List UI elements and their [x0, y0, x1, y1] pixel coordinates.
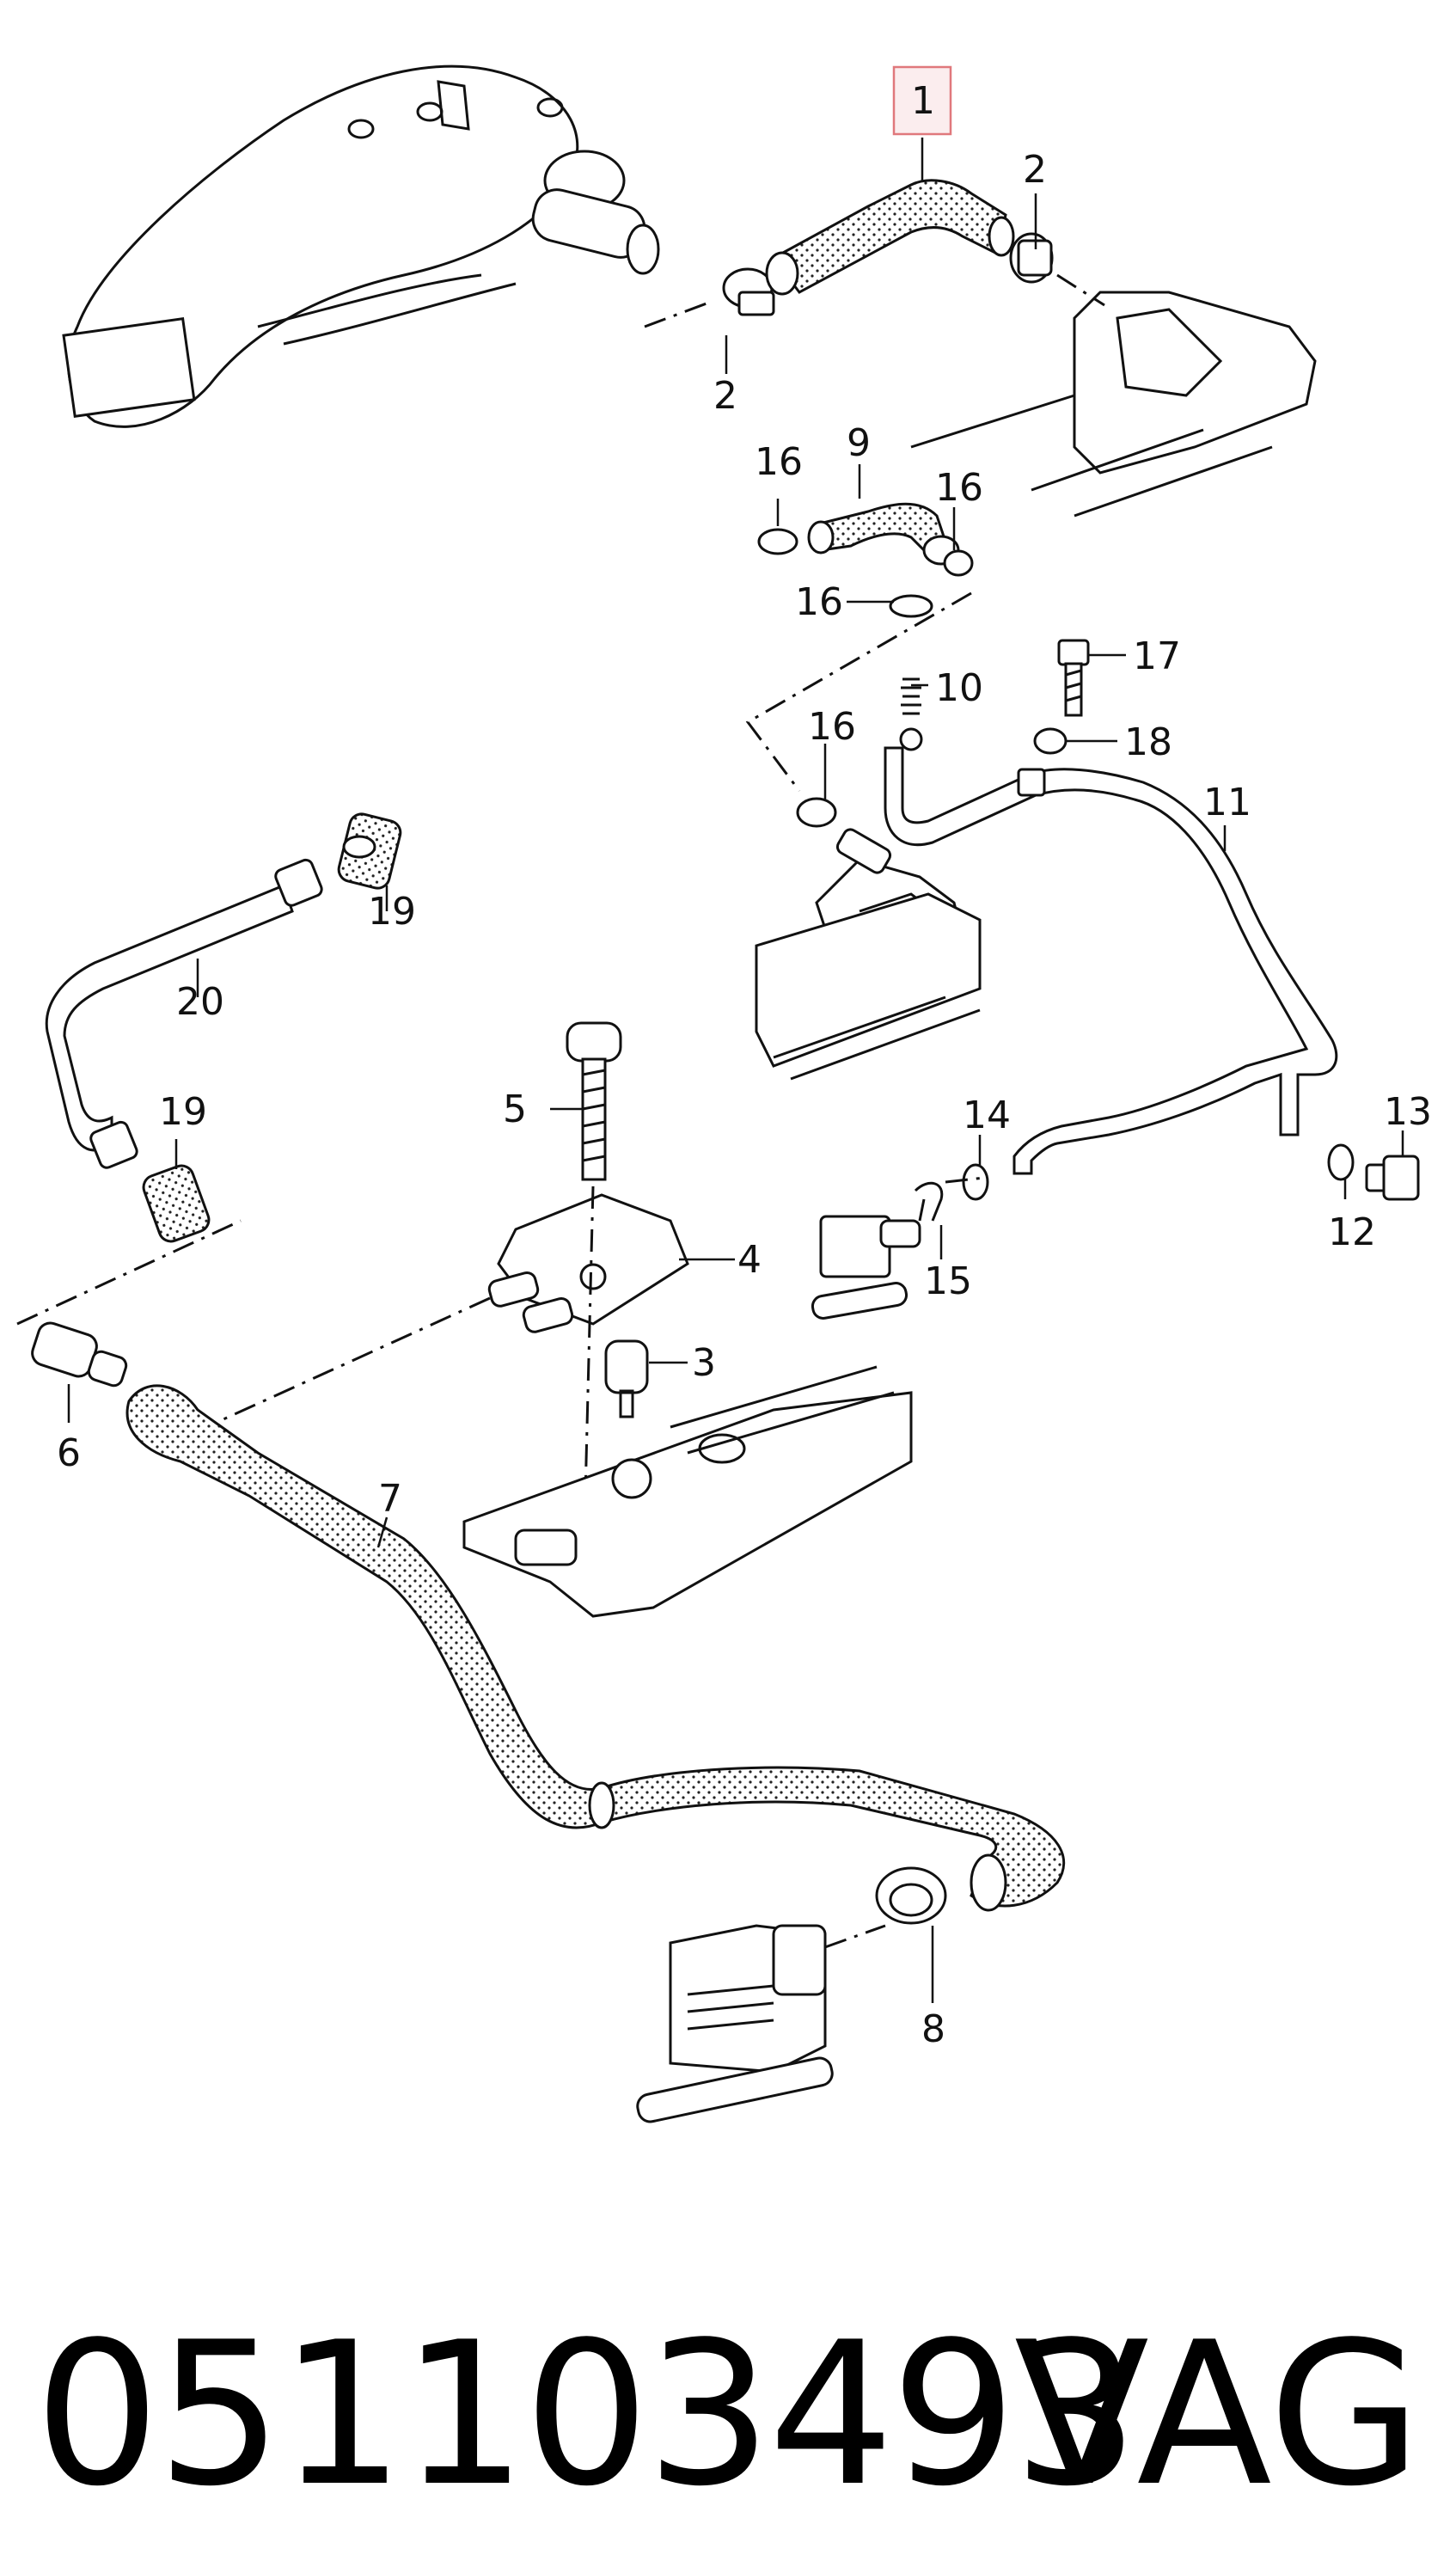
callout-1: 1	[911, 79, 935, 123]
highlight-box-part-1	[892, 65, 952, 136]
callout-2-right: 2	[1023, 148, 1047, 192]
washer-12	[1327, 1143, 1355, 1181]
breather-valve-4	[487, 1193, 689, 1333]
pressure-regulator	[636, 1924, 834, 2123]
hose-clamp-8	[875, 1866, 947, 1925]
hose-sleeve-19-lower	[142, 1164, 211, 1243]
washer-18	[1033, 727, 1068, 755]
breather-hose-7	[125, 1384, 1066, 1912]
breather-pipe-11	[884, 746, 1338, 1175]
breather-hose-1	[765, 179, 1015, 296]
callout-19-upper: 19	[368, 890, 416, 934]
callout-7: 7	[378, 1477, 402, 1521]
o-ring-14	[962, 1163, 989, 1201]
callout-15: 15	[924, 1259, 972, 1303]
bolt-13	[1365, 1155, 1420, 1201]
clip-15	[914, 1181, 944, 1222]
cylinder-head-cover	[462, 1365, 913, 1618]
check-valve-10	[899, 677, 923, 751]
air-intake-housing	[62, 64, 660, 428]
callout-12: 12	[1328, 1210, 1376, 1254]
hose-clamp-2-right	[1009, 232, 1054, 284]
footer: 051103493 VAG	[0, 2287, 1456, 2545]
parts-exploded-diagram: 1 2 2 16 9 16 16 10 17 16 18 11 19 20 19…	[16, 64, 1432, 2123]
callout-10: 10	[935, 666, 983, 710]
callout-16-d: 16	[808, 705, 856, 749]
callout-2-left: 2	[713, 374, 737, 418]
connector-6-dashline	[16, 1219, 242, 1326]
callout-6: 6	[57, 1431, 81, 1475]
callout-16-b: 16	[935, 466, 983, 510]
clamp-8-dashline	[824, 1924, 886, 1949]
hose-20	[45, 858, 323, 1169]
connector-6	[31, 1321, 128, 1388]
callout-14: 14	[963, 1094, 1011, 1137]
callout-13: 13	[1384, 1090, 1432, 1134]
bolt-17	[1057, 639, 1090, 717]
valve-4-dashline-horizontal	[205, 1296, 491, 1429]
hose-clamp-2-left	[722, 267, 775, 316]
screw-5	[566, 1021, 622, 1181]
callout-11: 11	[1203, 781, 1251, 824]
callout-18: 18	[1124, 720, 1172, 764]
hose-9-dashline	[745, 591, 972, 792]
callout-16-a: 16	[755, 440, 803, 484]
hose-clamp-16-lower	[796, 797, 837, 828]
brand-label: VAG	[1013, 2300, 1422, 2530]
pcv-valve-assembly	[811, 1215, 921, 1320]
callout-17: 17	[1133, 634, 1181, 678]
intake-connection-dashline	[644, 299, 714, 328]
valve-cover-upper	[910, 291, 1317, 518]
callout-19-lower: 19	[159, 1090, 207, 1134]
valve-4-dashline-vertical	[583, 1185, 595, 1531]
hose-9-assembly	[757, 502, 974, 618]
pcv-valve-dashline	[945, 1176, 985, 1184]
callout-5: 5	[503, 1087, 527, 1131]
callout-20: 20	[176, 980, 224, 1024]
callout-4: 4	[737, 1238, 762, 1282]
leader-lines	[67, 138, 1404, 2003]
breather-housing	[755, 828, 982, 1081]
callout-8: 8	[921, 2007, 945, 2051]
valve-cover-dashline	[1056, 273, 1105, 307]
callout-3: 3	[692, 1341, 716, 1385]
callout-16-c: 16	[795, 580, 843, 624]
part-number: 051103493	[34, 2300, 1139, 2530]
hose-sleeve-19-upper	[337, 812, 402, 890]
callout-9: 9	[847, 421, 871, 465]
grommet-3	[604, 1339, 649, 1418]
